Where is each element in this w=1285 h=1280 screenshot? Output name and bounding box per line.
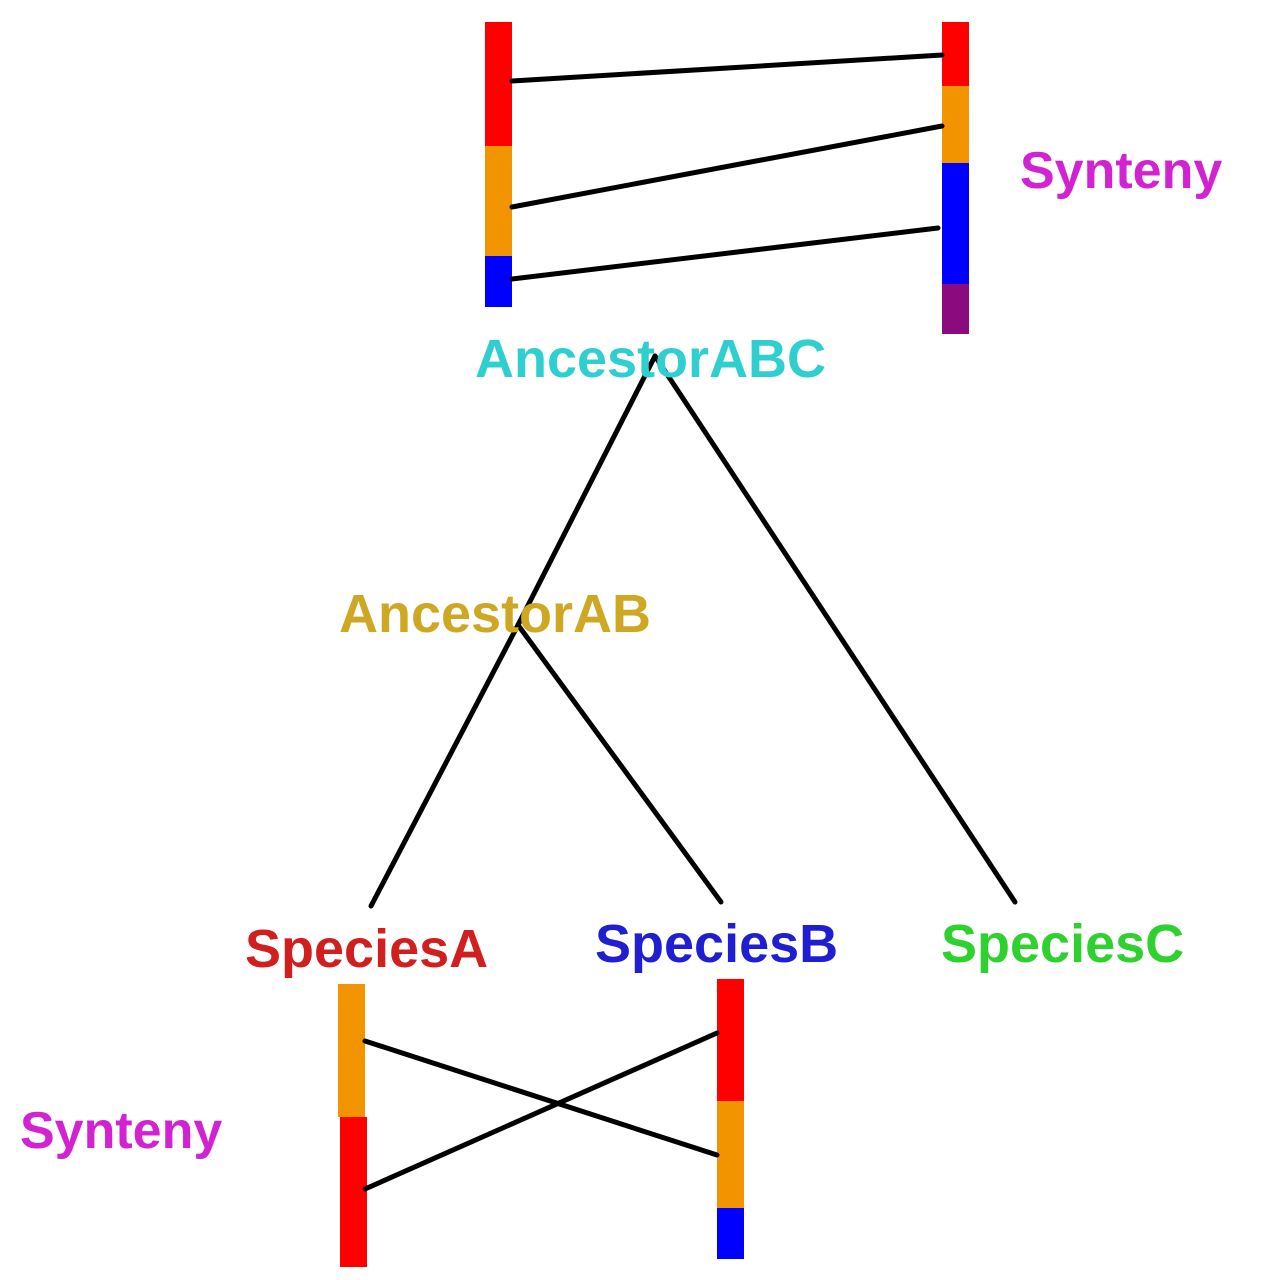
bottom-link-orange bbox=[362, 1038, 720, 1158]
phylogeny-edges bbox=[368, 353, 1018, 909]
edge-abc-to-ab bbox=[515, 353, 658, 628]
bottom-right-block-blue bbox=[717, 1208, 744, 1259]
top-left-block-red bbox=[485, 22, 512, 146]
bottom-right-block-orange bbox=[717, 1101, 744, 1208]
node-label-ancestor-abc: AncestorABC bbox=[475, 329, 826, 389]
bottom-left-block-red bbox=[340, 1117, 367, 1267]
top-right-block-blue bbox=[942, 163, 969, 284]
edge-abc-to-speciesc bbox=[652, 353, 1018, 905]
node-label-species-c: SpeciesC bbox=[941, 914, 1184, 974]
top-left-block-orange bbox=[485, 146, 512, 256]
edge-ab-to-speciesb bbox=[515, 622, 724, 905]
top-link-red bbox=[509, 52, 945, 84]
node-label-ancestor-ab: AncestorAB bbox=[339, 584, 651, 644]
top-synteny-links bbox=[509, 52, 945, 282]
bottom-right-chromosome bbox=[717, 979, 744, 1259]
node-label-species-a: SpeciesA bbox=[245, 919, 488, 979]
bottom-link-red bbox=[362, 1030, 720, 1192]
top-right-block-red bbox=[942, 22, 969, 86]
synteny-label-bottom: Synteny bbox=[20, 1102, 222, 1160]
top-right-block-orange bbox=[942, 86, 969, 163]
bottom-left-block-orange bbox=[338, 984, 365, 1117]
top-right-block-purple bbox=[942, 284, 969, 334]
synteny-label-top: Synteny bbox=[1020, 142, 1222, 200]
top-left-block-blue bbox=[485, 256, 512, 307]
top-link-orange bbox=[509, 123, 945, 210]
top-left-chromosome bbox=[485, 22, 512, 307]
top-right-chromosome bbox=[942, 22, 969, 334]
node-label-species-b: SpeciesB bbox=[595, 914, 838, 974]
top-link-blue bbox=[509, 225, 941, 282]
edge-ab-to-speciesa bbox=[368, 622, 521, 909]
bottom-left-chromosome bbox=[338, 984, 367, 1267]
bottom-right-block-red bbox=[717, 979, 744, 1101]
bottom-synteny-links bbox=[362, 1030, 720, 1192]
